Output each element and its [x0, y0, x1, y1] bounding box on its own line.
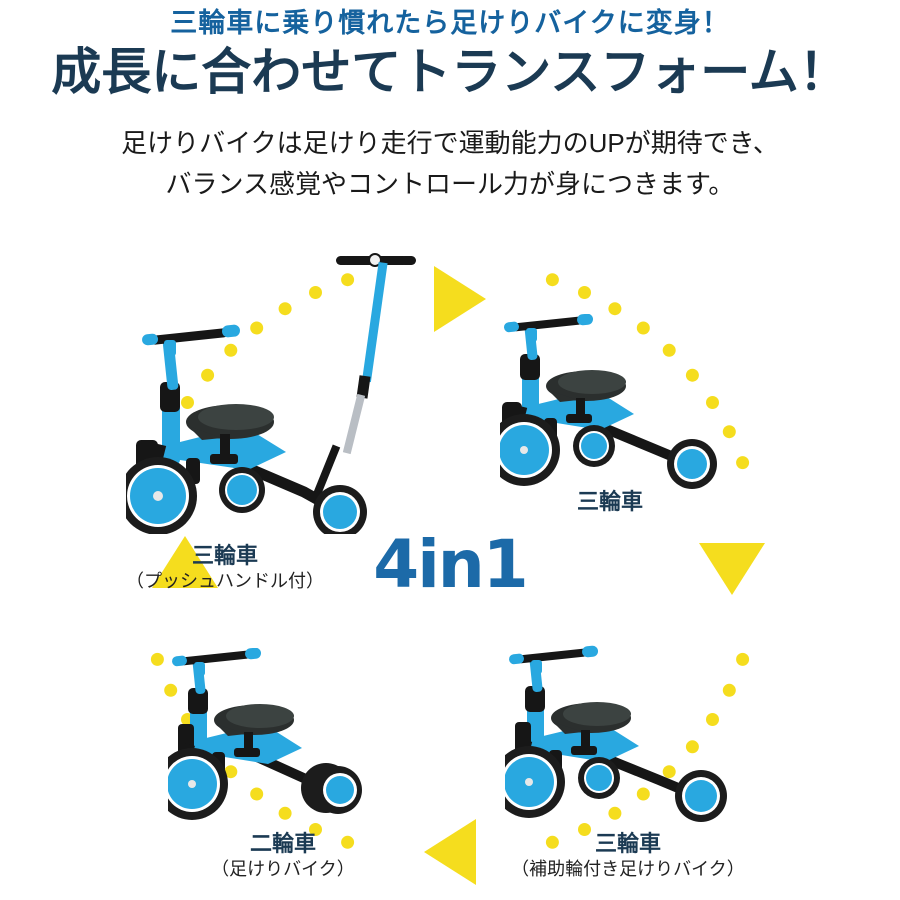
- label-trike-training-wheels: 三輪車 （補助輪付き足けりバイク）: [478, 830, 778, 881]
- handlebar-icon: [142, 324, 240, 356]
- lead-line-1: 足けりバイクは足けり走行で運動能力のUPが期待でき、: [121, 127, 779, 158]
- rear-wheel: [667, 439, 717, 489]
- lead-paragraph: 足けりバイクは足けり走行で運動能力のUPが期待でき、 バランス感覚やコントロール…: [0, 123, 900, 205]
- middle-wheel: [578, 757, 620, 799]
- saddle-icon: [551, 702, 631, 755]
- bike-illustration-trike-training-wheels: [505, 644, 740, 829]
- saddle-icon: [546, 370, 626, 423]
- label-title: 三輪車: [191, 543, 258, 568]
- front-wheel: [500, 414, 560, 486]
- label-trike-push-handle: 三輪車 （プッシュハンドル付）: [100, 542, 350, 593]
- push-handle-icon: [312, 253, 416, 499]
- arrow-right-down-icon: [699, 543, 765, 595]
- bike-illustration-trike-push-handle: [126, 244, 426, 534]
- label-trike: 三輪車: [505, 488, 715, 516]
- label-subtitle: （プッシュハンドル付）: [126, 570, 324, 591]
- bike-illustration-balance-bike: [168, 648, 388, 828]
- arrow-bottom-left-icon: [424, 819, 476, 885]
- lead-line-2: バランス感覚やコントロール力が身につきます。: [165, 168, 735, 199]
- label-title: 三輪車: [576, 489, 643, 514]
- handlebar-icon: [509, 645, 599, 674]
- bike-illustration-trike: [500, 314, 730, 494]
- saddle-icon: [214, 704, 294, 757]
- handlebar-icon: [504, 314, 594, 342]
- arrow-top-right-icon: [434, 266, 486, 332]
- label-title: 三輪車: [594, 831, 661, 856]
- page-title: 成長に合わせてトランスフォーム！: [51, 44, 849, 101]
- label-title: 二輪車: [249, 831, 316, 856]
- header: 三輪車に乗り慣れたら足けりバイクに変身！ 成長に合わせてトランスフォーム！ 足け…: [0, 0, 900, 205]
- front-wheel: [168, 748, 228, 820]
- middle-wheel: [573, 425, 615, 467]
- handlebar-icon: [172, 648, 262, 676]
- label-subtitle: （足けりバイク）: [211, 858, 355, 879]
- front-wheel: [126, 457, 197, 534]
- rear-wheel: [313, 485, 367, 534]
- saddle-icon: [186, 404, 274, 464]
- four-in-one-logo: 4in1: [373, 526, 528, 603]
- arrow-left-up-icon: [152, 536, 218, 588]
- rear-wheel-folded: [301, 763, 362, 814]
- transform-cycle-diagram: 4in1: [0, 236, 900, 900]
- label-subtitle: （補助輪付き足けりバイク）: [511, 858, 745, 879]
- middle-wheel: [219, 467, 265, 513]
- label-balance-bike: 二輪車 （足けりバイク）: [173, 830, 393, 881]
- training-wheel: [675, 770, 727, 822]
- front-wheel: [505, 746, 565, 818]
- header-subhead: 三輪車に乗り慣れたら足けりバイクに変身！: [170, 8, 730, 38]
